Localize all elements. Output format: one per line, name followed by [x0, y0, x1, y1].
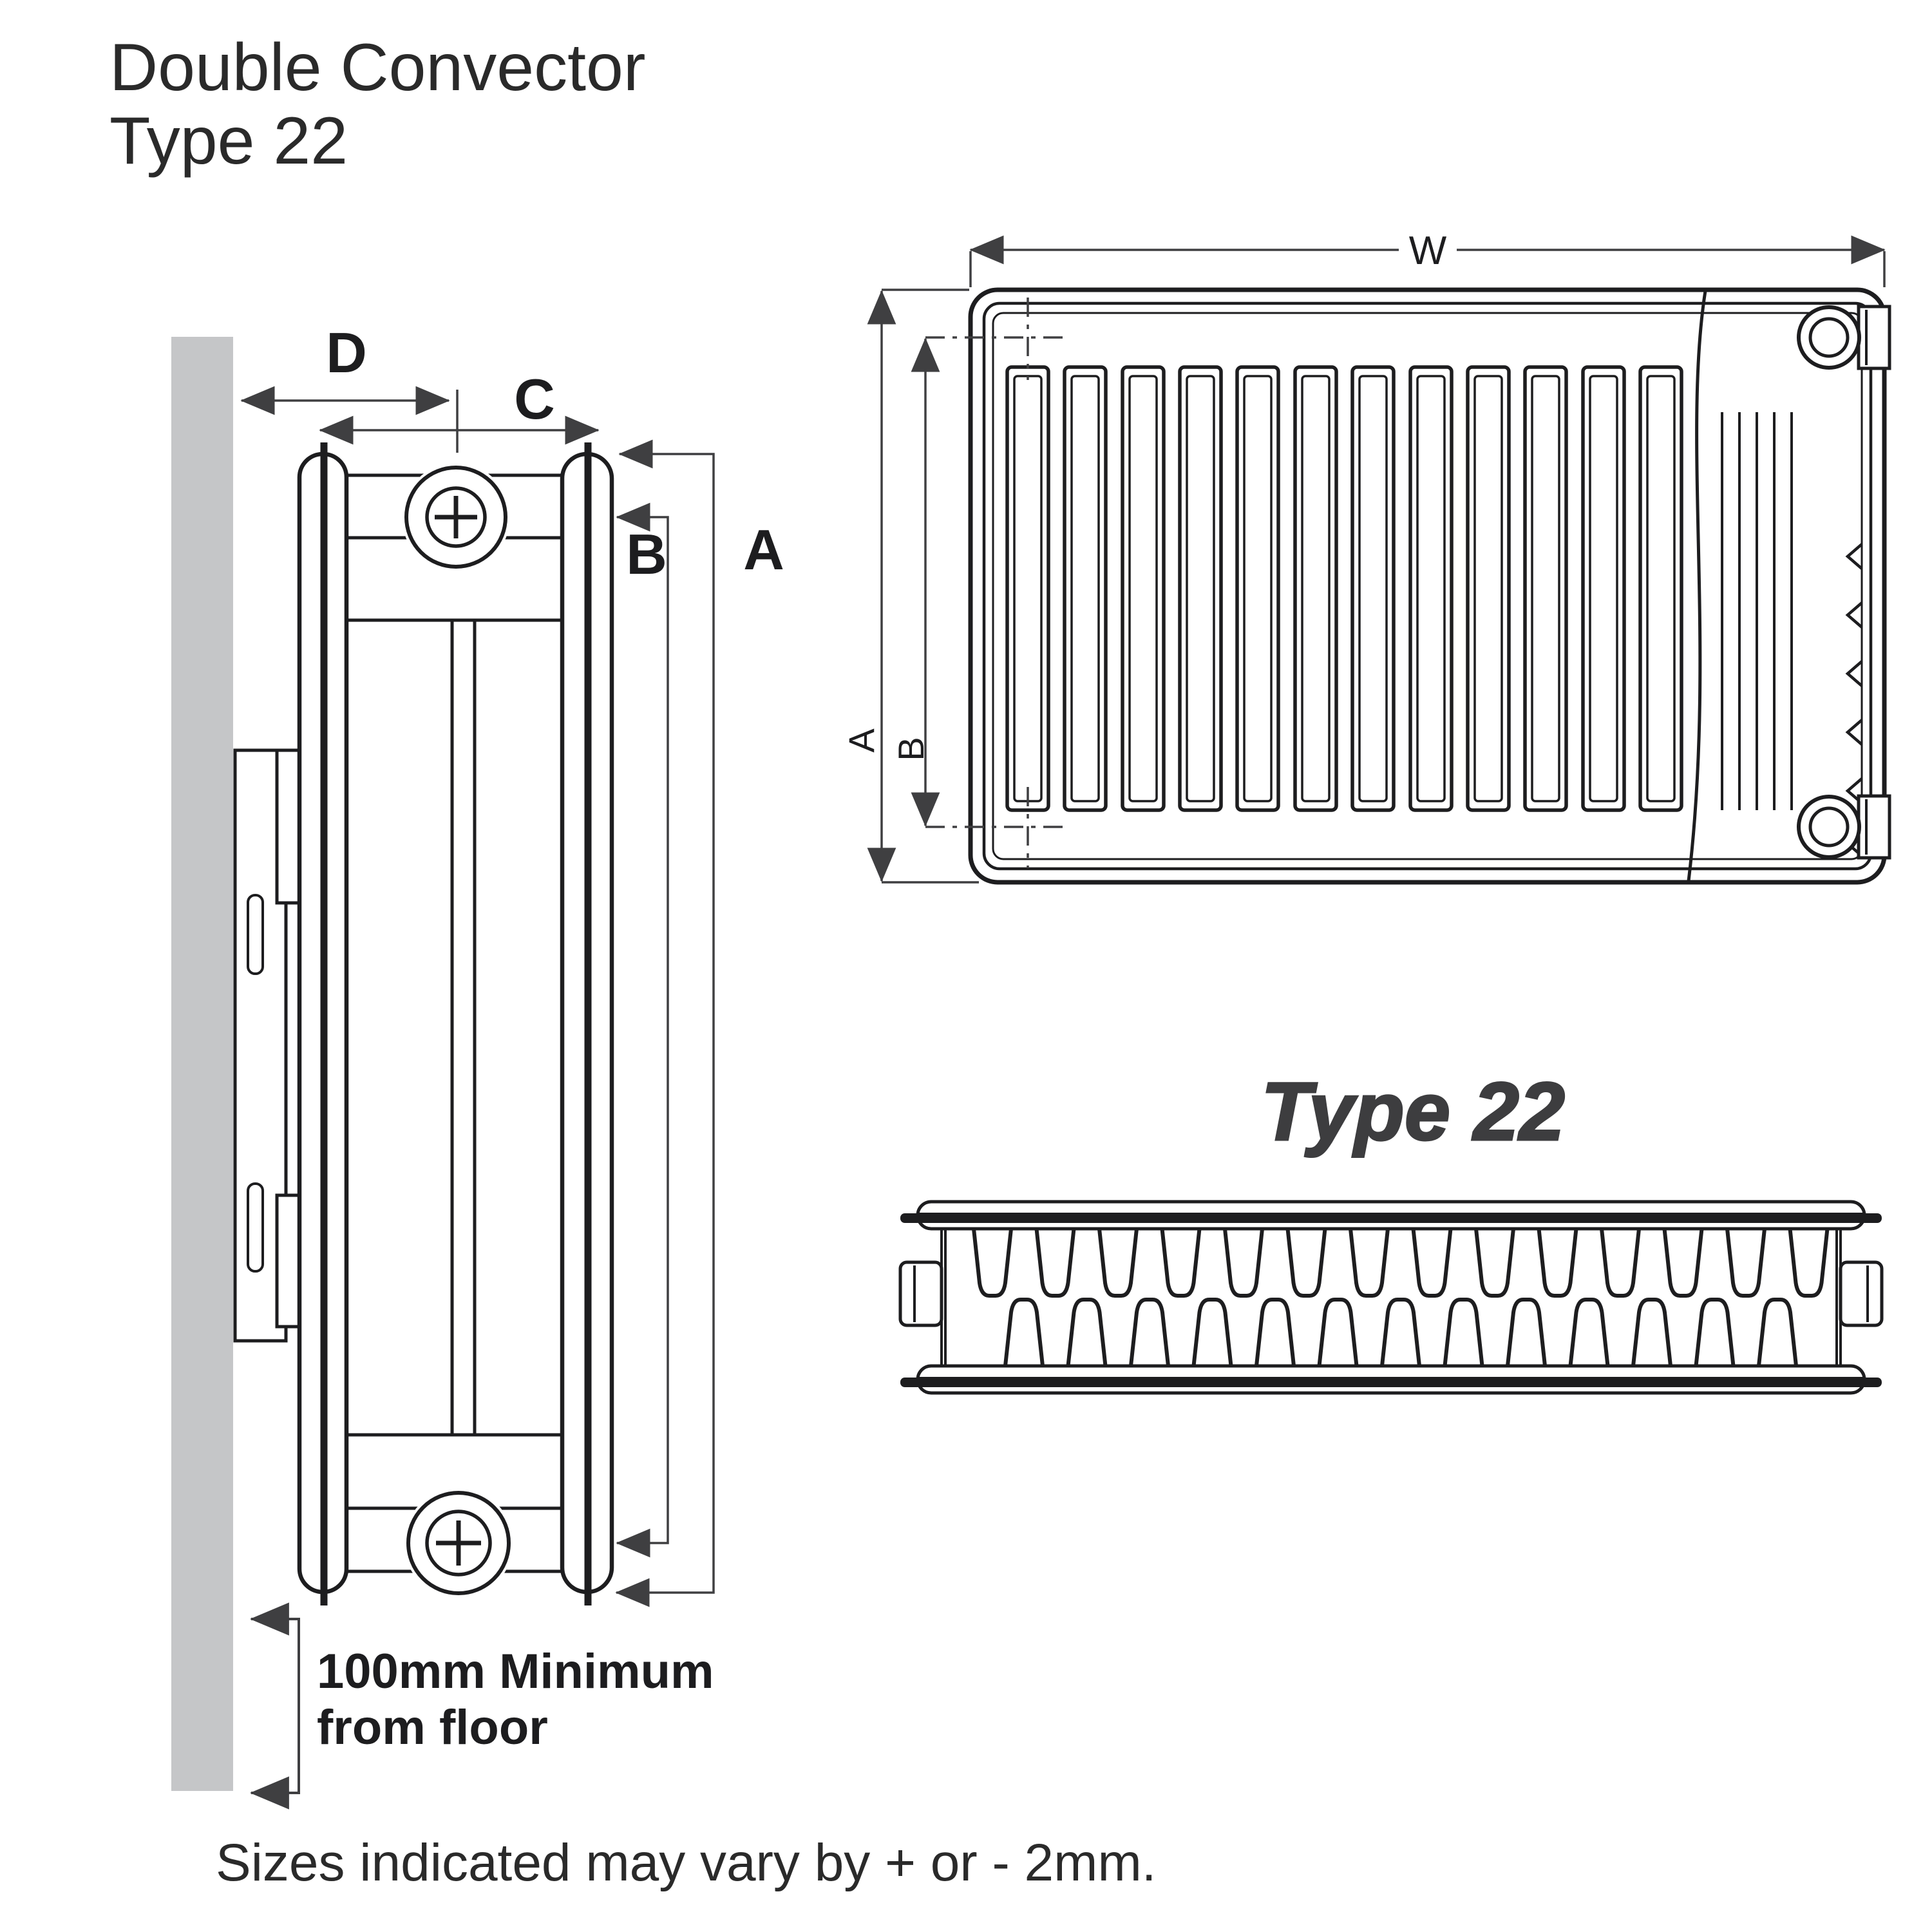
inner-convector-right [473, 618, 564, 1437]
section-bottom-panel [900, 1364, 1882, 1395]
front-dimension-b-label: B [891, 737, 931, 761]
section-fins-top-row [974, 1229, 1828, 1296]
floor-clearance-line-1: 100mm Minimum [317, 1644, 714, 1699]
radiator-panel-back [560, 442, 614, 1605]
title-line-2: Type 22 [109, 104, 348, 178]
dimension-d: D [240, 321, 459, 453]
front-dimension-a-label: A [841, 728, 882, 753]
front-dimension-b: B [891, 337, 940, 827]
bottom-valve [404, 1488, 513, 1598]
inner-convector-left [345, 618, 454, 1437]
front-dimension-a: A [841, 289, 979, 884]
dimension-b-label: B [626, 522, 667, 586]
dimension-c: C [319, 367, 600, 445]
tapping-centrelines [925, 298, 1069, 868]
dimension-c-label: C [514, 367, 555, 431]
bracket-slot-lower [247, 1182, 264, 1273]
section-view-title: Type 22 [1261, 1066, 1565, 1158]
inner-convector [345, 618, 564, 1437]
section-right-tapping [1839, 1260, 1884, 1327]
grille-serrated-edge [1845, 543, 1863, 857]
section-fins-bottom-row [1005, 1300, 1796, 1366]
front-view-diagram: W A B [841, 229, 1891, 885]
dimension-b: B [616, 502, 669, 1558]
top-valve [402, 463, 510, 571]
dimension-a-label: A [743, 518, 784, 582]
bottom-valve-cross-icon [436, 1520, 481, 1566]
convector-fin-lines [1721, 412, 1793, 810]
radiator-face-outline [982, 301, 1873, 871]
top-tapping [1797, 305, 1891, 370]
break-line [1687, 290, 1707, 882]
section-left-tapping [898, 1260, 943, 1327]
section-top-panel [900, 1200, 1882, 1231]
wall-surface [171, 337, 233, 1791]
dimension-a: A [615, 439, 784, 1607]
section-view-diagram: Type 22 [898, 1065, 1884, 1395]
dimension-w-label: W [1409, 229, 1447, 273]
page-title: Double Convector Type 22 [109, 30, 645, 178]
radiator-body-outline [968, 287, 1887, 885]
bottom-tapping [1797, 794, 1891, 860]
bracket-slot-upper [247, 894, 264, 975]
radiator-face-inner-line [992, 312, 1863, 860]
floor-clearance-line-2: from floor [317, 1700, 548, 1755]
dimension-d-label: D [326, 321, 367, 384]
section-end-plates [940, 1229, 1842, 1366]
side-view-diagram: D C B A 100mm Minimum from floor [171, 321, 784, 1810]
top-valve-cross-icon [435, 496, 477, 538]
radiator-panel-front [297, 442, 349, 1605]
dimension-w: W [969, 229, 1886, 287]
floor-clearance: 100mm Minimum from floor [250, 1602, 714, 1810]
title-line-1: Double Convector [109, 30, 645, 105]
tolerance-note: Sizes indicated may vary by + or - 2mm. [216, 1833, 1157, 1892]
